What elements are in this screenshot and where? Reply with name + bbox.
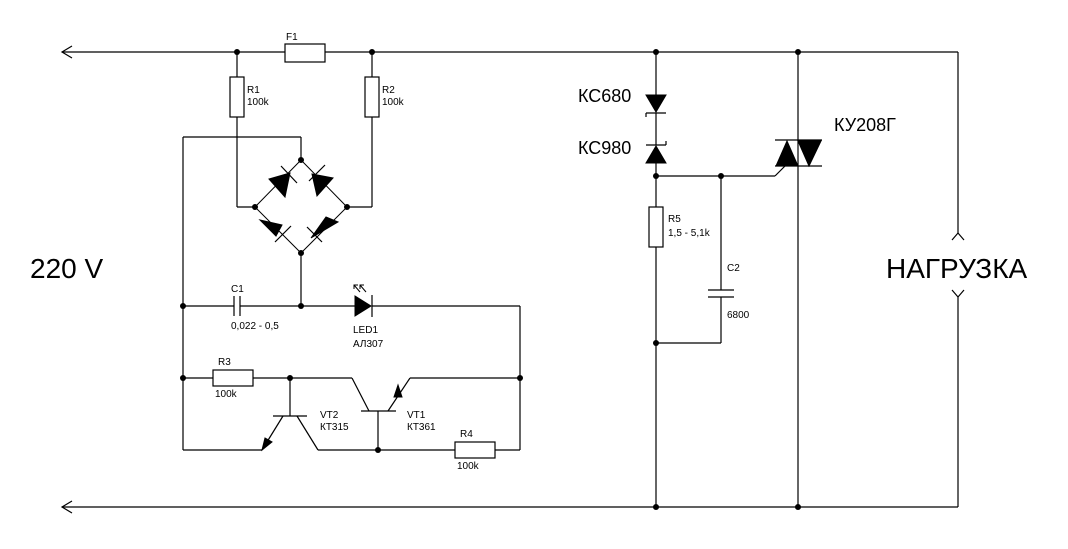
junction-dots <box>180 49 801 510</box>
capacitor-c2-ref: C2 <box>727 263 740 274</box>
resistor-r4-value: 100k <box>457 461 480 472</box>
capacitor-c1 <box>183 296 301 316</box>
diode-bridge <box>254 159 348 254</box>
fuse-f1-ref: F1 <box>286 32 298 43</box>
capacitor-c1-value: 0,022 - 0,5 <box>231 321 279 332</box>
triac-part: КУ208Г <box>834 115 896 135</box>
resistor-r2 <box>347 52 380 208</box>
capacitor-c2 <box>656 165 786 344</box>
resistor-r5-ref: R5 <box>668 214 681 225</box>
transistor-vt1-part: КТ361 <box>407 422 436 433</box>
left-loop-wires <box>182 136 302 450</box>
transistor-vt2-part: КТ315 <box>320 422 349 433</box>
supply-voltage-label: 220 V <box>30 253 103 284</box>
resistor-r2-value: 100k <box>382 97 405 108</box>
led-led1-part: АЛ307 <box>353 339 384 350</box>
load <box>951 52 965 507</box>
resistor-r4-ref: R4 <box>460 429 473 440</box>
zener-z2-part: КС980 <box>578 138 631 158</box>
resistor-r1-value: 100k <box>247 97 270 108</box>
resistor-r4 <box>454 441 520 459</box>
led-led1-ref: LED1 <box>353 325 378 336</box>
resistor-r5-value: 1,5 - 5,1k <box>668 228 711 239</box>
resistor-r2-ref: R2 <box>382 85 395 96</box>
fuse-f1 <box>284 43 326 63</box>
transistor-vt2-ref: VT2 <box>320 410 339 421</box>
top-rail <box>60 45 958 59</box>
transistor-vt1-ref: VT1 <box>407 410 426 421</box>
triac <box>775 52 822 507</box>
zener-column <box>645 52 667 207</box>
transistor-vt2 <box>183 378 319 452</box>
resistor-r3 <box>183 369 290 387</box>
zener-z1-part: КС680 <box>578 86 631 106</box>
resistor-r3-value: 100k <box>215 389 238 400</box>
resistor-r3-ref: R3 <box>218 357 231 368</box>
resistor-r1 <box>229 52 255 208</box>
resistor-r1-ref: R1 <box>247 85 260 96</box>
led-led1 <box>301 284 520 317</box>
resistor-r5 <box>648 206 664 507</box>
load-label: НАГРУЗКА <box>886 253 1028 284</box>
capacitor-c1-ref: C1 <box>231 284 244 295</box>
transistor-vt1 <box>290 377 520 451</box>
capacitor-c2-value: 6800 <box>727 310 750 321</box>
bottom-rail <box>60 500 958 514</box>
